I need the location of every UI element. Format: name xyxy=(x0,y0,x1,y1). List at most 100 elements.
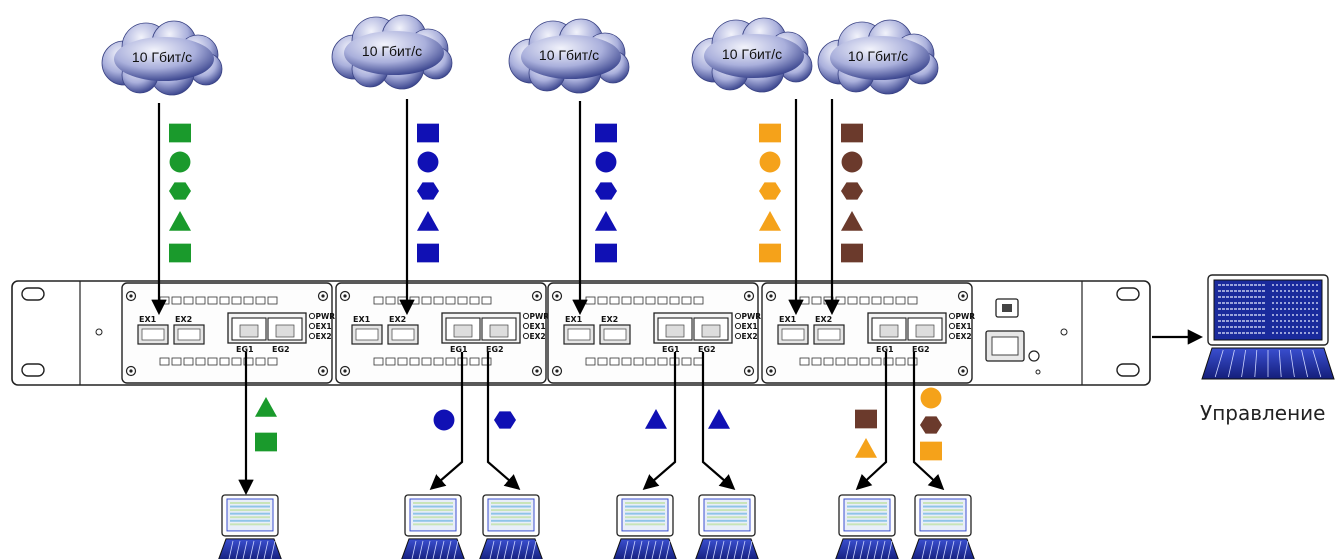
indicator-led-icon xyxy=(859,296,870,305)
output-arrow-icon xyxy=(701,352,736,491)
indicator-led-icon xyxy=(621,357,632,366)
hexagon-icon xyxy=(595,182,617,200)
indicator-led-icon xyxy=(645,357,656,366)
port-label-eg2: EG2 xyxy=(486,345,504,354)
indicator-led-icon xyxy=(433,357,444,366)
indicator-led-icon xyxy=(267,357,278,366)
cloud-label: 10 Гбит/с xyxy=(848,48,908,64)
indicator-led-icon xyxy=(219,357,230,366)
indicator-led-icon xyxy=(243,357,254,366)
square-icon xyxy=(920,441,942,461)
output-arrow-icon xyxy=(855,352,888,491)
output-arrow-icon xyxy=(912,352,945,491)
indicator-led-icon xyxy=(159,357,170,366)
circle-icon xyxy=(169,151,191,173)
port-label-ex2: EX2 xyxy=(389,315,406,324)
indicator-led-icon xyxy=(597,296,608,305)
triangle-icon xyxy=(841,211,863,231)
status-led-label: EX2 xyxy=(956,332,972,341)
indicator-led-icon xyxy=(255,357,266,366)
laptop-icon xyxy=(695,494,759,559)
cloud-icon: 10 Гбит/с xyxy=(508,18,630,94)
traffic-stream xyxy=(841,123,863,263)
indicator-led-icon xyxy=(385,296,396,305)
cloud-label: 10 Гбит/с xyxy=(722,46,782,62)
hexagon-icon xyxy=(494,411,516,429)
indicator-led-icon xyxy=(243,296,254,305)
indicator-led-icon xyxy=(645,296,656,305)
triangle-icon xyxy=(708,409,730,429)
indicator-led-icon xyxy=(609,296,620,305)
indicator-led-icon xyxy=(183,296,194,305)
laptop-icon xyxy=(479,494,543,559)
indicator-led-icon xyxy=(445,357,456,366)
triangle-icon xyxy=(595,211,617,231)
indicator-led-icon xyxy=(859,357,870,366)
indicator-led-icon xyxy=(373,357,384,366)
indicator-led-icon xyxy=(835,357,846,366)
output-traffic xyxy=(255,397,277,452)
indicator-led-icon xyxy=(681,357,692,366)
indicator-led-icon xyxy=(597,357,608,366)
indicator-led-icon xyxy=(799,357,810,366)
square-icon xyxy=(595,123,617,143)
indicator-led-icon xyxy=(895,296,906,305)
indicator-led-icon xyxy=(609,357,620,366)
indicator-led-icon xyxy=(207,296,218,305)
indicator-led-icon xyxy=(373,296,384,305)
status-led-label: PWR xyxy=(956,312,976,321)
status-led-label: PWR xyxy=(742,312,762,321)
status-led-label: EX1 xyxy=(316,322,332,331)
indicator-led-icon xyxy=(421,296,432,305)
output-traffic xyxy=(494,411,516,429)
indicator-led-icon xyxy=(195,357,206,366)
indicator-led-icon xyxy=(847,296,858,305)
indicator-led-icon xyxy=(445,296,456,305)
indicator-led-icon xyxy=(267,296,278,305)
circle-icon xyxy=(417,151,439,173)
rack-ear-slot xyxy=(1116,287,1140,301)
indicator-led-icon xyxy=(657,296,668,305)
square-icon xyxy=(417,123,439,143)
triangle-icon xyxy=(759,211,781,231)
hexagon-icon xyxy=(841,182,863,200)
indicator-led-icon xyxy=(397,296,408,305)
indicator-led-icon xyxy=(633,296,644,305)
indicator-led-icon xyxy=(219,296,230,305)
triangle-icon xyxy=(645,409,667,429)
circle-icon xyxy=(759,151,781,173)
triangle-icon xyxy=(417,211,439,231)
port-label-eg1: EG1 xyxy=(450,345,468,354)
circle-icon xyxy=(595,151,617,173)
triangle-icon xyxy=(169,211,191,231)
status-led-label: PWR xyxy=(530,312,550,321)
port-label-ex1: EX1 xyxy=(779,315,797,324)
laptop-icon xyxy=(613,494,677,559)
management-label: Управление xyxy=(1200,401,1325,425)
output-traffic xyxy=(920,387,942,461)
indicator-led-icon xyxy=(195,296,206,305)
output-arrow-icon xyxy=(642,352,677,491)
indicator-led-icon xyxy=(207,357,218,366)
port-label-ex1: EX1 xyxy=(353,315,371,324)
square-icon xyxy=(169,243,191,263)
circle-icon xyxy=(920,387,942,409)
port-label-ex1: EX1 xyxy=(565,315,583,324)
indicator-led-icon xyxy=(231,357,242,366)
hexagon-icon xyxy=(169,182,191,200)
hexagon-icon xyxy=(759,182,781,200)
port-label-ex1: EX1 xyxy=(139,315,157,324)
indicator-led-icon xyxy=(397,357,408,366)
status-led-label: PWR xyxy=(316,312,336,321)
port-label-ex2: EX2 xyxy=(601,315,618,324)
cloud-label: 10 Гбит/с xyxy=(362,43,422,59)
indicator-led-icon xyxy=(811,296,822,305)
traffic-stream xyxy=(759,123,781,263)
square-icon xyxy=(855,409,877,429)
square-icon xyxy=(759,243,781,263)
indicator-led-icon xyxy=(681,296,692,305)
